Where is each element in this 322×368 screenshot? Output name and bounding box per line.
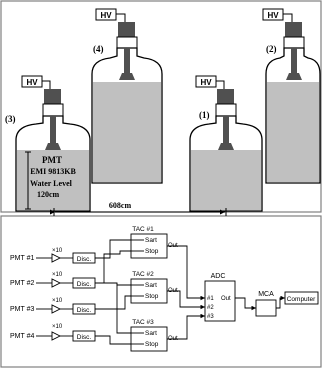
- svg-text:Stop: Stop: [145, 248, 159, 255]
- electronics-diagram: PMT #1 ×10 Disc. PMT #2 ×10 Disc. PMT #3…: [10, 226, 319, 352]
- svg-text:Sart: Sart: [145, 330, 157, 337]
- svg-text:×10: ×10: [52, 298, 63, 304]
- amplifier-3: [51, 304, 62, 314]
- svg-text:Disc.: Disc.: [77, 256, 92, 263]
- hv-box-4: HV: [95, 8, 117, 21]
- hv-label: HV: [100, 11, 112, 20]
- wire-tac2-adc: [167, 290, 205, 310]
- tac-title-3: TAC #3: [132, 319, 154, 326]
- tank-2: HV (2): [262, 8, 321, 184]
- tank-3: HV (3) PMT EMI 9813KB Water Level 120cm: [5, 75, 91, 212]
- amplifier-1: [51, 253, 62, 263]
- svg-text:Disc.: Disc.: [77, 334, 92, 341]
- wire-disc2-start2: [104, 282, 131, 286]
- svg-text:#3: #3: [207, 314, 214, 320]
- tank-4: HV (4): [91, 8, 163, 184]
- wire-disc1-start1: [95, 239, 131, 259]
- adc-title: ADC: [211, 273, 226, 280]
- pmt-cap-1: [217, 89, 234, 104]
- svg-text:Out: Out: [221, 296, 231, 302]
- svg-text:Sart: Sart: [145, 282, 157, 289]
- distance-label: 608cm: [109, 201, 132, 210]
- water-level-line2: 120cm: [37, 190, 60, 199]
- svg-text:Disc.: Disc.: [77, 281, 92, 288]
- wire-tac1-adc: [167, 245, 205, 301]
- tac-title-1: TAC #1: [132, 226, 154, 233]
- amplifier-2: [51, 278, 62, 288]
- svg-text:#1: #1: [207, 296, 214, 302]
- pmt-label-2: PMT #2: [10, 280, 34, 287]
- pmt-2-photocathode: [286, 73, 302, 80]
- hv-label: HV: [267, 11, 279, 20]
- svg-text:Sart: Sart: [145, 237, 157, 244]
- wire-disc4-stop3: [95, 335, 131, 345]
- hv-label: HV: [200, 78, 212, 87]
- pmt-number-2: (2): [266, 44, 277, 54]
- pmt-4-photocathode: [119, 73, 135, 80]
- tac-2: [130, 278, 168, 304]
- wire-mca-computer: [276, 295, 285, 309]
- tac-title-2: TAC #2: [132, 271, 154, 278]
- wire-adc-mca: [235, 297, 256, 311]
- tac-1: [130, 233, 168, 259]
- pmt-model-line2: EMI 9813KB: [30, 167, 76, 176]
- pmt-cap-4: [118, 22, 135, 37]
- svg-text:#2: #2: [207, 305, 214, 311]
- wire-disc3-stop2: [95, 295, 131, 310]
- pmt-label-4: PMT #4: [10, 333, 34, 340]
- water-level-line1: Water Level: [30, 179, 73, 188]
- amplifier-4: [51, 331, 62, 341]
- mca-label: MCA: [258, 291, 274, 298]
- water-1: [191, 150, 261, 210]
- pmt-label-1: PMT #1: [10, 255, 34, 262]
- pmt-3-photocathode: [45, 143, 61, 150]
- pmt-cap-2: [285, 22, 302, 37]
- svg-text:Disc.: Disc.: [77, 307, 92, 314]
- wire-disc2-start3: [116, 283, 131, 334]
- hv-label: HV: [26, 78, 38, 87]
- computer-label: Computer: [287, 296, 316, 303]
- svg-text:Stop: Stop: [145, 341, 159, 348]
- wire-tac3-adc: [167, 313, 205, 340]
- pmt-number-1: (1): [199, 110, 210, 120]
- hv-box-1: HV: [195, 75, 217, 88]
- pmt-label-3: PMT #3: [10, 306, 34, 313]
- water-3: [17, 150, 89, 210]
- mca: [255, 299, 277, 317]
- svg-text:×10: ×10: [52, 272, 63, 278]
- bottom-panel-frame: [0, 215, 322, 368]
- hv-box-2: HV: [262, 8, 284, 21]
- svg-text:×10: ×10: [52, 324, 63, 330]
- pmt-1-photocathode: [218, 143, 234, 150]
- water-4: [93, 82, 161, 182]
- water-2: [267, 82, 319, 182]
- pmt-model-line1: PMT: [42, 155, 62, 165]
- svg-text:Stop: Stop: [145, 293, 159, 300]
- pmt-cap-3: [44, 89, 61, 104]
- distance-dimension: 608cm: [50, 201, 227, 216]
- adc: [204, 280, 236, 322]
- pmt-number-4: (4): [93, 44, 104, 54]
- tank-1: HV (1): [189, 75, 263, 212]
- hv-box-3: HV: [21, 75, 43, 88]
- gain-label: ×10: [52, 248, 63, 254]
- pmt-number-3: (3): [5, 114, 16, 124]
- wire-disc2-stop1: [95, 250, 131, 284]
